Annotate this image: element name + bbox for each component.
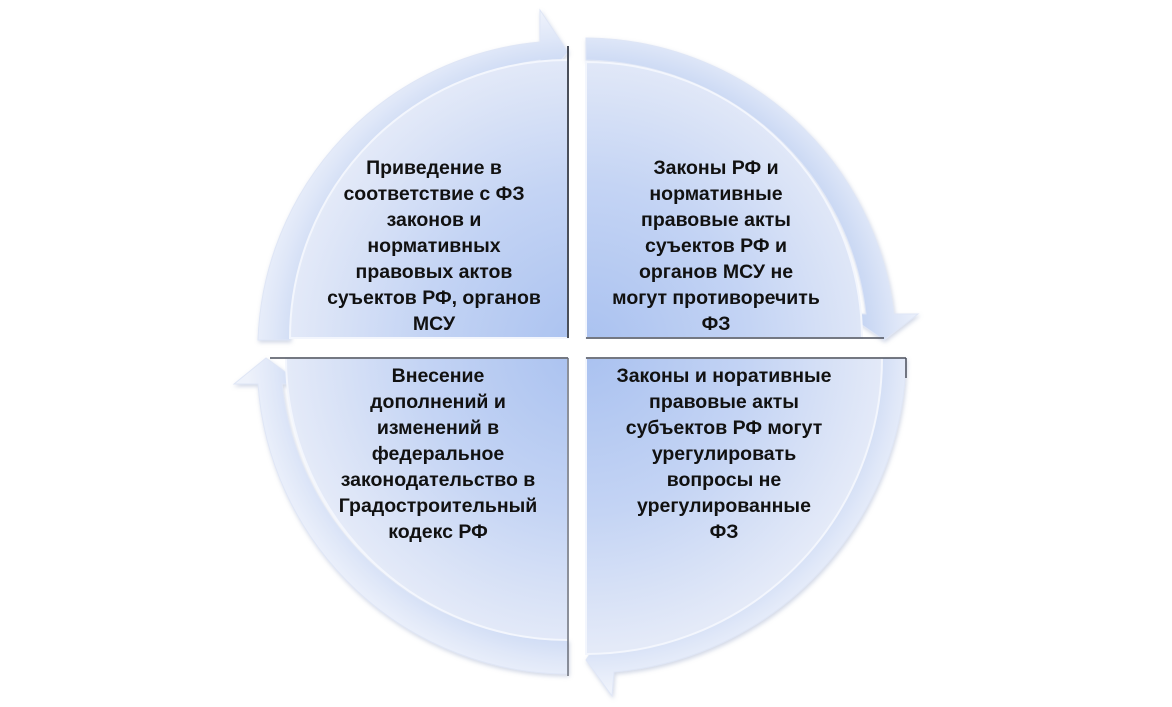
quadrant-top-right-text: Законы РФ и нормативные правовые акты су… bbox=[612, 157, 820, 335]
quadrant-bottom-right bbox=[585, 357, 884, 656]
quadrant-top-right bbox=[585, 60, 864, 339]
quadrant-bottom-left bbox=[284, 357, 569, 642]
arrow-bottom-left bbox=[232, 357, 569, 675]
quadrant-top-left-text: Приведение в соответствие с ФЗ законов и… bbox=[327, 157, 541, 335]
quadrant-bottom-right-text: Законы и норативные правовые акты субъек… bbox=[616, 365, 832, 543]
quadrant-bottom-left-text: Внесение дополнений и изменений в федера… bbox=[338, 365, 538, 543]
quadrant-top-left bbox=[288, 58, 569, 339]
